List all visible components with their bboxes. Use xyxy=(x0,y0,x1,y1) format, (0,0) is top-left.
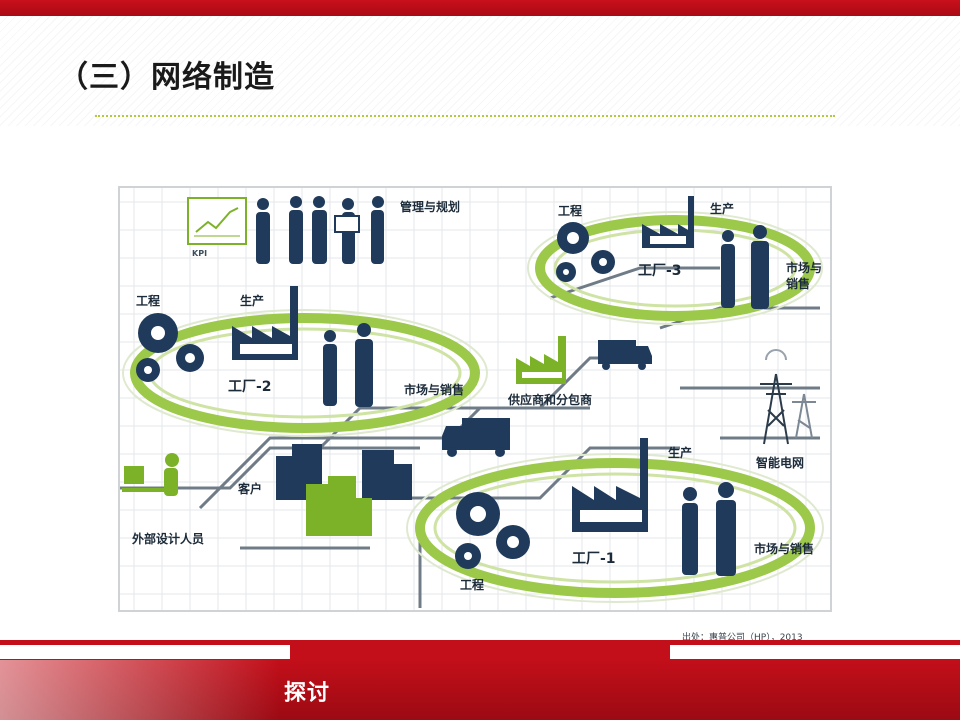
factory-icon xyxy=(232,286,298,360)
title-divider xyxy=(95,115,835,117)
top-red-band xyxy=(0,0,960,20)
network-manufacturing-figure: 管理与规划 KPI 工程 生产 工厂-3 市场与销售 工程 生产 工厂-2 市场… xyxy=(118,186,832,612)
truck-icon xyxy=(598,340,652,370)
factory-3-marketing-label: 市场与销售 xyxy=(786,261,823,291)
salespeople-icon xyxy=(323,323,373,407)
gear-icon xyxy=(556,222,615,282)
factory-2-marketing-label: 市场与销售 xyxy=(404,383,465,397)
factory-2-label: 工厂-2 xyxy=(228,379,272,395)
truck-icon xyxy=(442,418,510,457)
salespeople-icon xyxy=(682,482,736,576)
header-pattern xyxy=(0,16,960,126)
footer-title: 探讨 xyxy=(284,681,331,706)
buildings-icon xyxy=(276,444,412,536)
gear-icon xyxy=(136,313,204,382)
factory-3-production-label: 生产 xyxy=(710,202,735,216)
factory-1-label: 工厂-1 xyxy=(572,551,616,567)
power-tower-icon xyxy=(760,349,816,445)
bottom-white-tab-left xyxy=(0,645,290,659)
gear-icon xyxy=(455,492,530,569)
factory-2-engineering-label: 工程 xyxy=(136,294,161,308)
people-group-icon xyxy=(256,196,384,264)
management-label: 管理与规划 xyxy=(400,200,461,214)
source-caption: 出处：惠普公司（HP），2013 xyxy=(682,633,803,643)
suppliers-label: 供应商和分包商 xyxy=(508,393,593,407)
designers-label: 外部设计人员 xyxy=(132,532,205,546)
kpi-label: KPI xyxy=(192,249,208,258)
factory-2-production-label: 生产 xyxy=(240,294,265,308)
factory-1-ring xyxy=(406,453,824,603)
slide-title: （三）网络制造 xyxy=(58,60,275,95)
factory-3-engineering-label: 工程 xyxy=(558,204,583,218)
figure-graphics xyxy=(120,188,830,610)
bottom-left-glow xyxy=(0,660,280,720)
factory-icon xyxy=(516,336,566,384)
salespeople-icon xyxy=(721,225,769,309)
factory-3-label: 工厂-3 xyxy=(638,263,682,279)
designer-at-desk-icon xyxy=(122,453,179,496)
factory-3-ring xyxy=(527,211,823,325)
factory-icon xyxy=(572,438,648,532)
smart-grid-label: 智能电网 xyxy=(756,456,805,470)
kpi-chart-icon xyxy=(187,197,247,245)
customer-label: 客户 xyxy=(238,482,263,496)
factory-1-engineering-label: 工程 xyxy=(460,578,485,592)
circuit-background xyxy=(120,188,830,610)
factory-1-marketing-label: 市场与销售 xyxy=(754,542,815,556)
factory-icon xyxy=(642,196,694,248)
factory-1-production-label: 生产 xyxy=(668,446,693,460)
bottom-white-tab-right xyxy=(670,645,960,659)
